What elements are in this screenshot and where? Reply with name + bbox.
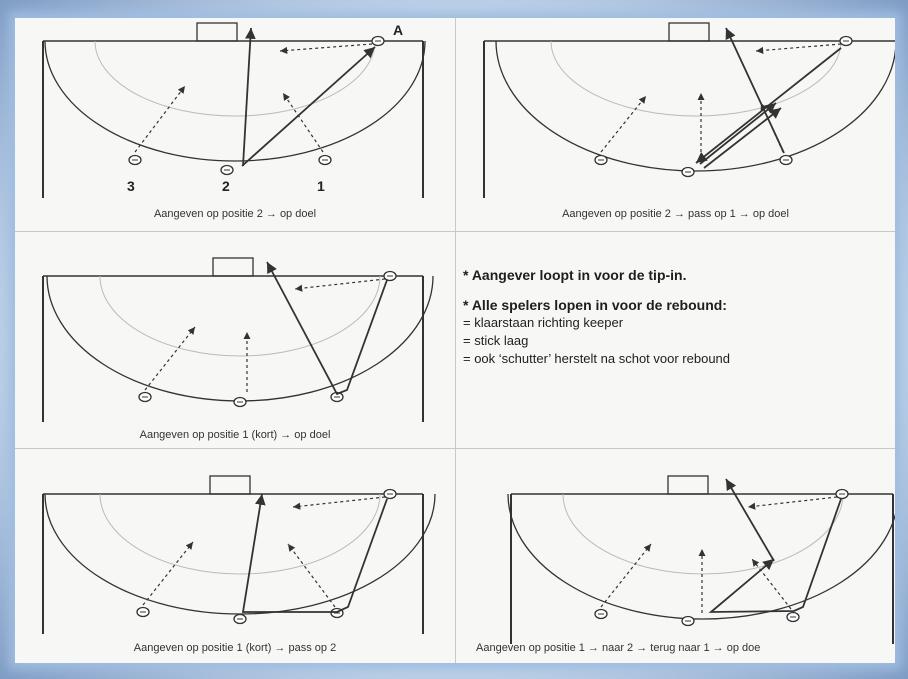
shooting-circle (44, 40, 426, 162)
dotted-circle (99, 493, 381, 575)
panel-3: Aangeven op positie 1 (kort) → op doel (15, 232, 455, 448)
pass-arrow (292, 496, 386, 510)
run-arrow (600, 95, 647, 153)
pass-path (241, 493, 388, 613)
panel-4: Aangeven op positie 1 (kort) → pass op 2 (15, 449, 455, 663)
pass-arrow (699, 102, 777, 165)
pass-arrow (747, 496, 838, 510)
panel-3-caption: Aangeven op positie 1 (kort) → op doel (139, 429, 331, 441)
panel-5-caption: Aangeven op positie 1 → naar 2 → terug n… (476, 642, 761, 654)
run-arrow (751, 558, 792, 610)
goal (212, 257, 254, 277)
note-shooter: = ook ‘schutter’ herstelt na schot voor … (463, 351, 731, 366)
divider-horizontal-1 (15, 231, 895, 232)
panel-5-diagram (507, 475, 895, 644)
run-arrow (134, 85, 186, 153)
goal (667, 475, 709, 495)
panel-1: A 3 2 1 Aangeven op positie 2 → op doel (15, 18, 455, 231)
pass-arrow (241, 46, 376, 167)
pass-arrow (755, 43, 842, 54)
note-keeper: = klaarstaan richting keeper (463, 315, 624, 330)
label-position-1: 1 (317, 178, 325, 194)
panel-2-diagram (483, 22, 895, 198)
label-position-3: 3 (127, 178, 135, 194)
shot-arrow (242, 27, 256, 167)
shot-path (266, 261, 388, 396)
goal (196, 22, 238, 42)
pass-path (708, 498, 842, 613)
note-tip-in: * Aangever loopt in voor de tip-in. (463, 267, 687, 283)
panel-3-diagram (42, 257, 434, 422)
panel-2: Aangeven op positie 2 → pass op 1 → op d… (456, 18, 895, 231)
divider-horizontal-2 (15, 448, 895, 449)
divider-vertical (455, 18, 456, 663)
dotted-circle (550, 40, 842, 117)
panel-2-caption: Aangeven op positie 2 → pass op 1 → op d… (562, 208, 789, 220)
goal (668, 22, 710, 42)
run-arrow (600, 543, 652, 608)
drill-sheet: A 3 2 1 Aangeven op positie 2 → op doel … (15, 18, 895, 663)
note-rebound: * Alle spelers lopen in voor de rebound: (463, 297, 727, 313)
shooting-circle (46, 275, 434, 402)
pass-arrow (279, 43, 373, 55)
panel-4-caption: Aangeven op positie 1 (kort) → pass op 2 (133, 642, 337, 654)
pass-arrow (695, 47, 842, 164)
goal (209, 475, 251, 495)
panel-1-diagram (42, 22, 426, 198)
pass-arrow (294, 278, 386, 292)
dotted-circle (562, 493, 844, 575)
pass-arrow (703, 107, 782, 169)
dotted-circle (94, 40, 376, 117)
coaching-notes: * Aangever loopt in voor de tip-in. * Al… (463, 266, 903, 368)
label-attacker-a: A (393, 22, 404, 38)
shooting-circle (507, 493, 895, 620)
run-arrow (142, 541, 194, 606)
panel-5: Aangeven op positie 1 → naar 2 → terug n… (456, 449, 895, 663)
shot-arrow (725, 478, 775, 562)
run-arrow (287, 543, 336, 608)
shot-arrow (725, 27, 785, 154)
panel-1-caption: Aangeven op positie 2 → op doel (153, 208, 317, 220)
dotted-circle (99, 275, 381, 357)
shooting-circle (495, 40, 895, 172)
panel-4-diagram (42, 475, 436, 634)
label-position-2: 2 (222, 178, 230, 194)
run-arrow (144, 326, 196, 391)
note-stick: = stick laag (463, 333, 529, 348)
